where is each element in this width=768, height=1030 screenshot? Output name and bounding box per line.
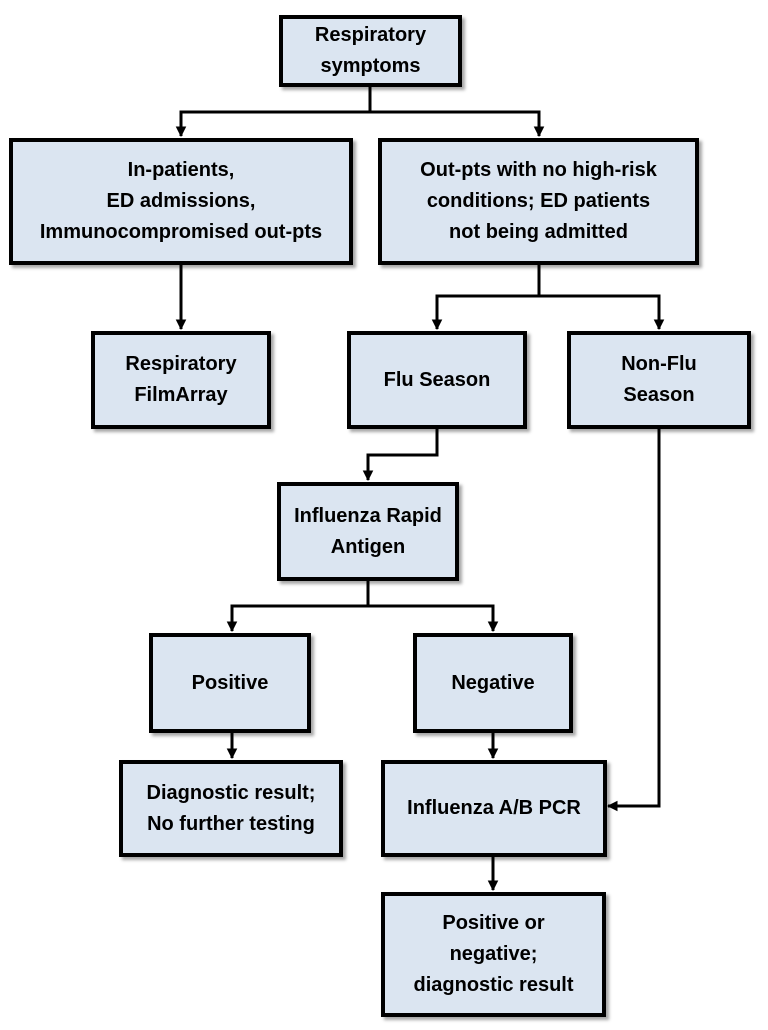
final-result-box: Positive or negative; diagnostic result: [381, 892, 606, 1017]
influenza-ab-pcr-box: Influenza A/B PCR: [381, 760, 607, 857]
edge-outpatients-to-flu-season: [431, 263, 541, 331]
influenza-rapid-antigen-box: Influenza Rapid Antigen: [277, 482, 459, 581]
edge-outpatients-to-non-flu-season: [539, 294, 665, 331]
inpatients-box: In-patients, ED admissions, Immunocompro…: [9, 138, 353, 265]
outpatients-box: Out-pts with no high-risk conditions; ED…: [378, 138, 699, 265]
edge-symptoms-to-outpatients: [370, 110, 545, 138]
positive-box: Positive: [149, 633, 311, 733]
negative-box: Negative: [413, 633, 573, 733]
respiratory-filmarray-box: Respiratory FilmArray: [91, 331, 271, 429]
flu-season-box: Flu Season: [347, 331, 527, 429]
edge-non-flu-season-to-pcr: [606, 429, 661, 812]
edge-antigen-to-positive: [226, 581, 370, 633]
edge-antigen-to-negative: [368, 604, 499, 633]
respiratory-symptoms-box: Respiratory symptoms: [279, 15, 462, 87]
diagnostic-result-box: Diagnostic result; No further testing: [119, 760, 343, 857]
edge-flu-season-to-rapid-antigen: [362, 429, 439, 482]
edge-symptoms-branch-bar: [175, 85, 372, 138]
non-flu-season-box: Non-Flu Season: [567, 331, 751, 429]
